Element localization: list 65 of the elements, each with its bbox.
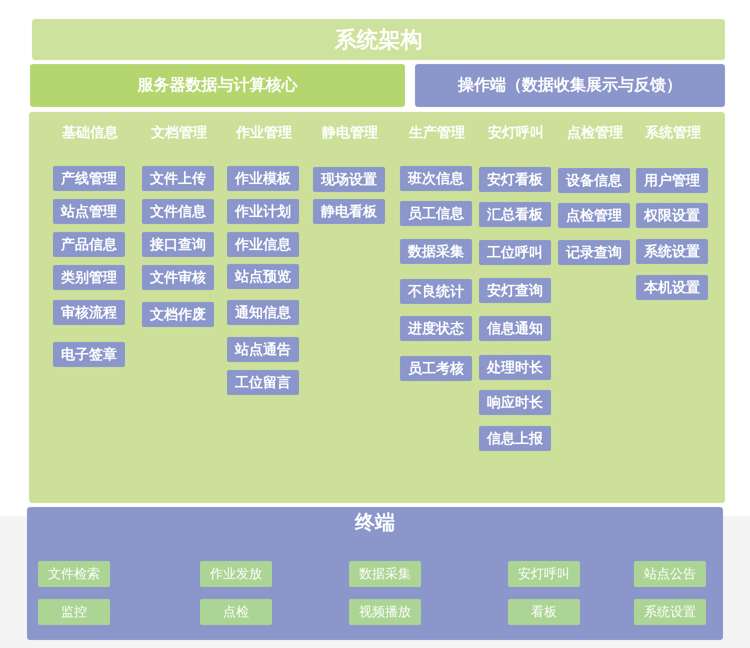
function-box: 站点公告 <box>634 561 706 587</box>
module-box: 现场设置 <box>313 167 385 192</box>
module-box: 汇总看板 <box>479 202 551 227</box>
module-box: 接口查询 <box>142 232 214 257</box>
title-bar: 系统架构 <box>32 19 725 60</box>
module-box: 站点预览 <box>227 264 299 289</box>
module-box: 不良统计 <box>400 279 472 304</box>
module-box: 权限设置 <box>636 203 708 228</box>
module-box: 文件审核 <box>142 265 214 290</box>
module-box: 员工信息 <box>400 201 472 226</box>
module-box: 文件信息 <box>142 199 214 224</box>
module-box: 处理时长 <box>479 355 551 380</box>
column-heading: 系统管理 <box>644 124 702 142</box>
module-box: 电子签章 <box>53 342 125 367</box>
column-heading: 生产管理 <box>408 124 466 142</box>
module-box: 响应时长 <box>479 390 551 415</box>
module-box: 员工考核 <box>400 356 472 381</box>
column-heading: 文档管理 <box>150 124 208 142</box>
module-panel <box>29 112 725 503</box>
module-box: 点检管理 <box>558 203 630 228</box>
module-box: 设备信息 <box>558 168 630 193</box>
module-box: 产品信息 <box>53 232 125 257</box>
client-bar: 操作端（数据收集展示与反馈） <box>415 64 725 107</box>
column-heading: 作业管理 <box>234 124 293 142</box>
module-box: 用户管理 <box>636 168 708 193</box>
module-box: 数据采集 <box>400 239 472 264</box>
module-box: 进度状态 <box>400 316 472 341</box>
function-box: 数据采集 <box>349 561 421 587</box>
module-box: 作业计划 <box>227 199 299 224</box>
module-box: 产线管理 <box>53 166 125 191</box>
module-box: 站点通告 <box>227 337 299 362</box>
module-box: 文件上传 <box>142 166 214 191</box>
function-box: 监控 <box>38 599 110 625</box>
function-box: 点检 <box>200 599 272 625</box>
module-box: 工位呼叫 <box>479 240 551 265</box>
module-box: 通知信息 <box>227 300 299 325</box>
column-heading: 静电管理 <box>320 124 379 142</box>
module-box: 静电看板 <box>313 199 385 224</box>
module-box: 审核流程 <box>53 300 125 325</box>
module-box: 信息通知 <box>479 316 551 341</box>
module-box: 记录查询 <box>558 240 630 265</box>
function-box: 视频播放 <box>349 599 421 625</box>
module-box: 文档作废 <box>142 302 214 327</box>
module-box: 系统设置 <box>636 239 708 264</box>
terminal-panel <box>27 507 723 640</box>
module-box: 站点管理 <box>53 199 125 224</box>
module-box: 工位留言 <box>227 370 299 395</box>
module-box: 作业模板 <box>227 166 299 191</box>
function-box: 文件检索 <box>38 561 110 587</box>
column-heading: 点检管理 <box>566 124 624 142</box>
module-box: 类别管理 <box>53 265 125 290</box>
module-box: 信息上报 <box>479 426 551 451</box>
module-box: 本机设置 <box>636 275 708 300</box>
panel-title: 终端 <box>355 509 395 536</box>
module-box: 安灯查询 <box>479 278 551 303</box>
server-core-bar: 服务器数据与计算核心 <box>30 64 405 107</box>
module-box: 班次信息 <box>400 166 472 191</box>
function-box: 看板 <box>508 599 580 625</box>
function-box: 安灯呼叫 <box>508 561 580 587</box>
function-box: 作业发放 <box>200 561 272 587</box>
column-heading: 安灯呼叫 <box>487 124 545 142</box>
function-box: 系统设置 <box>634 599 706 625</box>
module-box: 安灯看板 <box>479 167 551 192</box>
column-heading: 基础信息 <box>61 124 119 142</box>
module-box: 作业信息 <box>227 232 299 257</box>
